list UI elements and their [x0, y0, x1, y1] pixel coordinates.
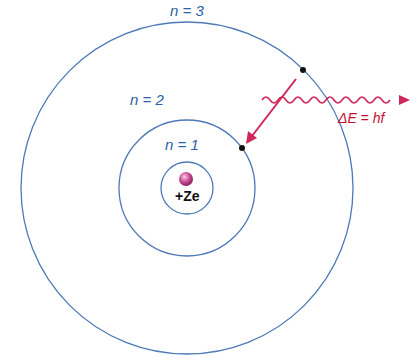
orbit-2 — [119, 120, 255, 256]
photon-wave — [262, 97, 390, 103]
photon-energy: ΔE = hf — [338, 111, 384, 126]
arrow-head — [399, 95, 410, 105]
electron — [239, 145, 245, 151]
orbit-3 — [21, 22, 353, 354]
orbit-label: n = 2 — [130, 92, 164, 109]
transition-arrow — [252, 79, 296, 136]
nucleus — [179, 172, 193, 186]
orbit-label: n = 1 — [165, 137, 199, 154]
electron — [300, 67, 306, 73]
orbit-label: n = 3 — [170, 3, 204, 20]
orbit-1 — [161, 162, 213, 214]
arrow-head — [246, 131, 257, 144]
nucleus-charge: +Ze — [175, 189, 200, 204]
